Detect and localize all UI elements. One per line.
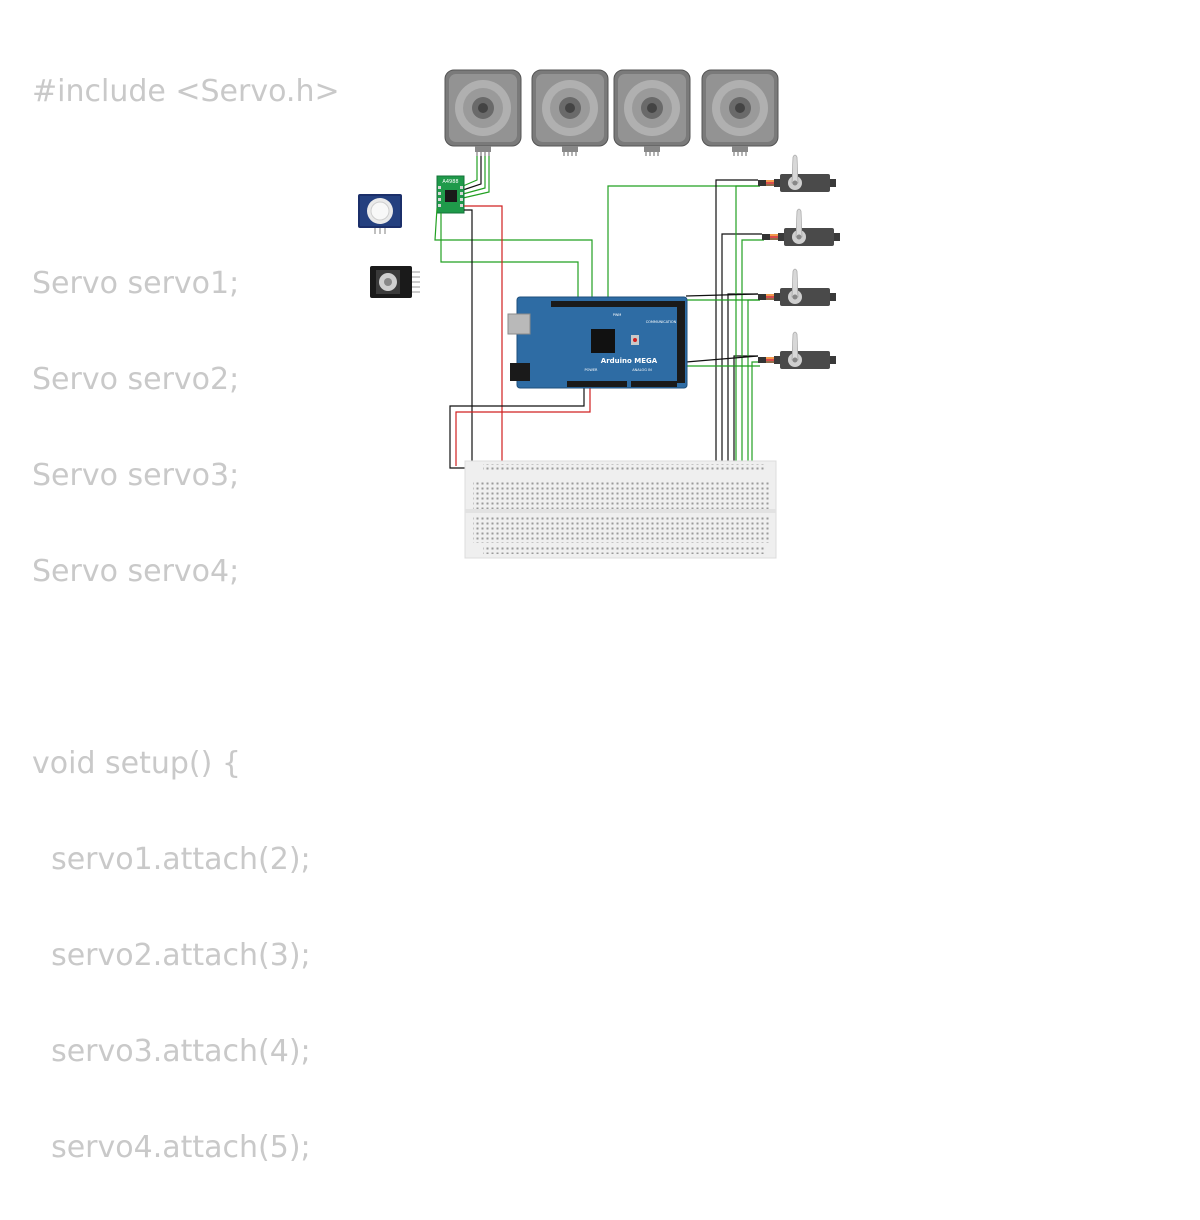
stepper-motor-icon [531,69,609,157]
pir-sensor-icon [358,194,402,234]
rotary-encoder-icon [370,266,420,298]
header-label-pwm: PWM [613,313,622,317]
header-label-communication: COMMUNICATION [646,320,677,324]
stepper-motor-icon [613,69,691,157]
circuit-diagram: A4988 Arduino MEGA [358,69,841,559]
stepper-motor-icon [444,69,522,157]
header-label-analog: ANALOG IN [632,368,652,372]
code-line: Servo servo1; [32,266,240,301]
stepper-motor-icon [701,69,779,157]
board-label: Arduino MEGA [601,357,658,365]
servo-motor-icon [761,208,841,247]
servo-motor-icon [757,331,837,370]
code-line: servo4.attach(5); [32,1130,311,1165]
code-line: servo2.attach(3); [32,938,311,973]
code-line: servo1.attach(2); [32,842,311,877]
code-line: Servo servo3; [32,458,240,493]
signal-wires [434,185,760,469]
code-line: void setup() { [32,746,241,781]
a4988-driver: A4988 [436,175,465,214]
code-line [32,644,340,692]
motor-wires [462,156,490,199]
driver-label: A4988 [442,179,458,185]
code-line: Servo servo4; [32,554,240,589]
servo-motor-icon [757,154,837,193]
header-label-power: POWER [585,368,599,372]
arduino-mega-board: Arduino MEGA PWM COMMUNICATION POWER ANA… [507,296,688,389]
servo-motor-icon [757,268,837,307]
servo-wires [685,179,764,468]
breadboard [464,460,777,559]
code-line: Servo servo2; [32,362,240,397]
code-line: servo3.attach(4); [32,1034,311,1069]
code-line: #include <Servo.h> [32,74,340,109]
